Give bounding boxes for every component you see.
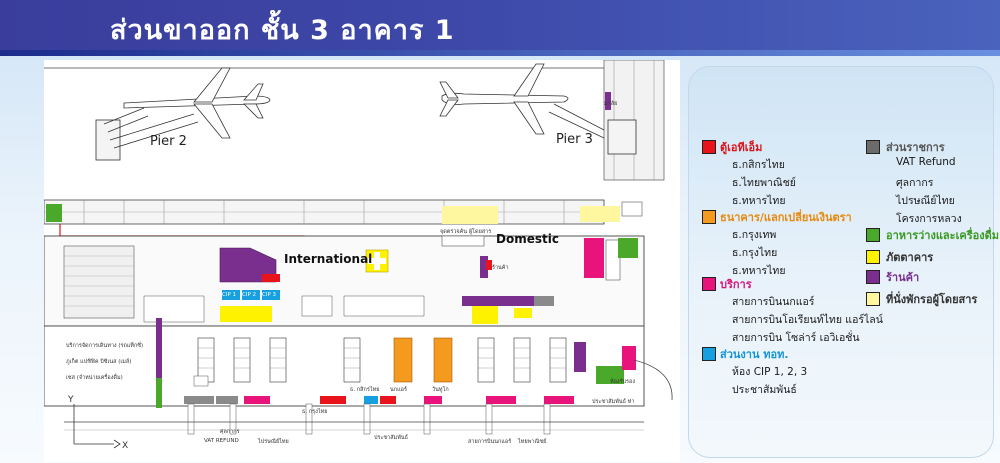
airplane-right-icon bbox=[439, 63, 569, 135]
pier2-label: Pier 2 bbox=[150, 134, 187, 149]
jet-bridge-right bbox=[548, 103, 637, 155]
waiting-area-top-center bbox=[442, 206, 498, 224]
airplane-left-icon bbox=[123, 67, 271, 139]
legend-gov-item-1: VAT Refund bbox=[896, 156, 956, 168]
legend-service-item-1: สายการบินนกแอร์ bbox=[732, 296, 815, 308]
atm-swatch bbox=[702, 140, 716, 154]
cip-rooms bbox=[222, 290, 280, 300]
legend-service-category: บริการ bbox=[720, 278, 752, 291]
nokair-counter-label: นกแอร์ bbox=[390, 387, 407, 393]
restaurant-domestic-2 bbox=[514, 308, 532, 318]
snack-marker-left bbox=[46, 204, 62, 222]
legend-aot-item-1: ห้อง CIP 1, 2, 3 bbox=[732, 366, 808, 378]
legend-aot-category: ส่วนงาน ทอท. bbox=[720, 348, 789, 361]
shop-right-lower bbox=[574, 342, 586, 372]
legend-restaurant-category: ภัตตาคาร bbox=[886, 251, 934, 264]
atm-international bbox=[262, 274, 280, 282]
nokair-label: สายการบินนกแอร์ bbox=[468, 439, 512, 445]
screening-label: จุดตรวจค้น ผู้โดยสาร bbox=[440, 229, 492, 235]
legend-service-item-2: สายการบินโอเรียนท์ไทย แอร์ไลน์ bbox=[732, 314, 883, 326]
floor-plan-map[interactable]: X Y Pier 2 Pier 3 International Domestic… bbox=[44, 60, 680, 462]
snack-left-vertical bbox=[156, 378, 162, 408]
domestic-shop-row bbox=[462, 296, 554, 306]
scb-label: ไทยพาณิชย์ bbox=[518, 439, 547, 445]
cip3-label: CIP 3 bbox=[262, 292, 277, 298]
ktb-label: ธ. กรุงไทย bbox=[302, 409, 328, 415]
domestic-label: Domestic bbox=[496, 232, 559, 246]
pier3-label: Pier 3 bbox=[556, 132, 593, 147]
legend-bank-category: ธนาคาร/แลกเปลี่ยนเงินตรา bbox=[720, 211, 852, 224]
legend-aot-item-2: ประชาสัมพันธ์ bbox=[732, 384, 797, 396]
vat-refund-label: VAT REFUND bbox=[204, 438, 239, 444]
legend-waiting-category: ที่นั่งพักรอผู้โดยสาร bbox=[886, 293, 978, 306]
restaurant-international bbox=[220, 306, 272, 322]
left-note-1: บริการจัดการเดินทาง (รถแท็กซี่) bbox=[66, 343, 144, 349]
restaurant-swatch bbox=[866, 250, 880, 264]
cip2-label: CIP 2 bbox=[242, 292, 257, 298]
waiting-area-top-right bbox=[580, 206, 620, 222]
cip1-label: CIP 1 bbox=[222, 292, 237, 298]
legend-service-item-3: สายการบิน โซล่าร์ เอวิเอชั่น bbox=[732, 332, 860, 344]
legend-bank-item-1: ธ.กรุงเทพ bbox=[732, 229, 777, 241]
lounge-label: ห้องรับรอง bbox=[610, 379, 636, 385]
svg-text:Y: Y bbox=[67, 395, 74, 405]
legend-panel bbox=[688, 66, 994, 458]
legend-atm-item-3: ธ.ทหารไทย bbox=[732, 195, 786, 207]
info-cross-icon bbox=[365, 249, 389, 273]
legend-shop-category: ร้านค้า bbox=[886, 271, 920, 284]
snack-right-lower bbox=[596, 366, 624, 384]
gov-domestic bbox=[534, 296, 554, 306]
domestic-shop-1 bbox=[480, 256, 488, 278]
customs-label: ศุลกากร bbox=[220, 429, 240, 435]
floor-plan-svg: X Y bbox=[44, 60, 680, 462]
legend-gov-category: ส่วนราชการ bbox=[886, 141, 945, 154]
jet-bridge-left bbox=[95, 107, 199, 161]
legend-gov-item-4: โครงการหลวง bbox=[896, 213, 962, 225]
malai-label: มาลัย bbox=[604, 101, 618, 107]
international-label: International bbox=[284, 252, 373, 266]
snack-swatch bbox=[866, 228, 880, 242]
legend-bank-item-2: ธ.กรุงไทย bbox=[732, 247, 778, 259]
gov-swatch bbox=[866, 140, 880, 154]
service-swatch bbox=[702, 277, 716, 291]
international-shop-block bbox=[219, 247, 277, 283]
legend-bank-item-3: ธ.ทหารไทย bbox=[732, 265, 786, 277]
left-note-3: เซส (จำหน่ายเครื่องดื่ม) bbox=[66, 375, 123, 381]
header-stripe bbox=[0, 50, 1000, 56]
header-bar: ส่วนขาออก ชั้น 3 อาคาร 1 bbox=[0, 0, 1000, 56]
post-label: ไปรษณีย์ไทย bbox=[258, 439, 289, 445]
bank-swatch bbox=[702, 210, 716, 224]
kbank-label: ธ. กสิกรไทย bbox=[350, 387, 380, 393]
legend-gov-item-3: ไปรษณีย์ไทย bbox=[896, 195, 955, 207]
pr-aot-label: ประชาสัมพันธ์ ท่า bbox=[592, 399, 635, 405]
legend-gov-item-2: ศุลกากร bbox=[896, 177, 934, 189]
legend-snack-category: อาหารว่างและเครื่องดื่ม bbox=[886, 229, 999, 242]
service-domestic bbox=[584, 238, 604, 278]
svg-text:X: X bbox=[122, 441, 128, 451]
north-arrow-icon: X Y bbox=[67, 395, 128, 451]
shop-swatch bbox=[866, 270, 880, 284]
pr-label: ประชาสัมพันธ์ bbox=[374, 435, 408, 441]
service-right-lower bbox=[622, 346, 636, 370]
atm-domestic bbox=[486, 260, 492, 270]
page-title: ส่วนขาออก ชั้น 3 อาคาร 1 bbox=[110, 15, 455, 46]
checkin-islands bbox=[197, 337, 567, 383]
shop-left-vertical bbox=[156, 318, 162, 378]
shop-label: ร้านค้า bbox=[492, 265, 509, 271]
bottom-counters bbox=[184, 396, 574, 404]
waiting-swatch bbox=[866, 292, 880, 306]
onetwogo-counter-label: วันทูโก bbox=[432, 387, 449, 393]
legend-atm-item-2: ธ.ไทยพาณิชย์ bbox=[732, 177, 796, 189]
restaurant-domestic bbox=[472, 306, 498, 324]
shop-marker-top-right bbox=[605, 92, 611, 110]
legend-atm-category: ตู้เอทีเอ็ม bbox=[720, 141, 763, 154]
aot-swatch bbox=[702, 347, 716, 361]
left-note-2: ภูเก็ต แปซิฟิค บิซิเนส (เมล์) bbox=[66, 359, 132, 365]
legend-atm-item-1: ธ.กสิกรไทย bbox=[732, 159, 785, 171]
snack-domestic bbox=[618, 238, 638, 258]
orange-checkin-islands bbox=[393, 337, 453, 383]
